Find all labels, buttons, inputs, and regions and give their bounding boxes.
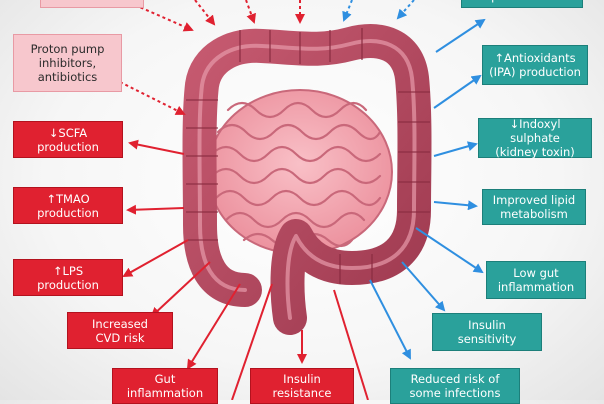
gut-inflammation-box: Gut inflammation — [112, 368, 218, 404]
insulin-sensitivity-box: Insulin sensitivity — [432, 313, 542, 351]
small-intestine — [207, 89, 393, 255]
reduced-infections-box: Reduced risk of some infections — [390, 368, 520, 404]
lps-production-box: ↑LPS production — [13, 259, 123, 296]
lipid-metabolism-box: Improved lipid metabolism — [482, 189, 586, 225]
dotted-arrows — [119, 0, 415, 115]
indoxyl-sulphate-box: ↓Indoxyl sulphate (kidney toxin) — [478, 117, 592, 159]
tmao-production-box: ↑TMAO production — [13, 187, 123, 224]
blue-arrows — [369, 18, 486, 360]
salt-intake-box: Salt intake — [40, 0, 144, 8]
red-arrows — [122, 139, 369, 400]
low-gut-inflammation-box: Low gut inflammation — [486, 261, 586, 299]
antioxidants-box: ↑Antioxidants (IPA) production — [482, 45, 588, 85]
top-production-box: production — [461, 0, 583, 8]
colon — [182, 24, 432, 335]
insulin-resistance-box: Insulin resistance — [250, 368, 354, 404]
proton-pump-antibiotics-box: Proton pump inhibitors, antibiotics — [13, 34, 122, 92]
cvd-risk-box: Increased CVD risk — [67, 312, 173, 349]
scfa-production-box: ↓SCFA production — [13, 121, 123, 158]
